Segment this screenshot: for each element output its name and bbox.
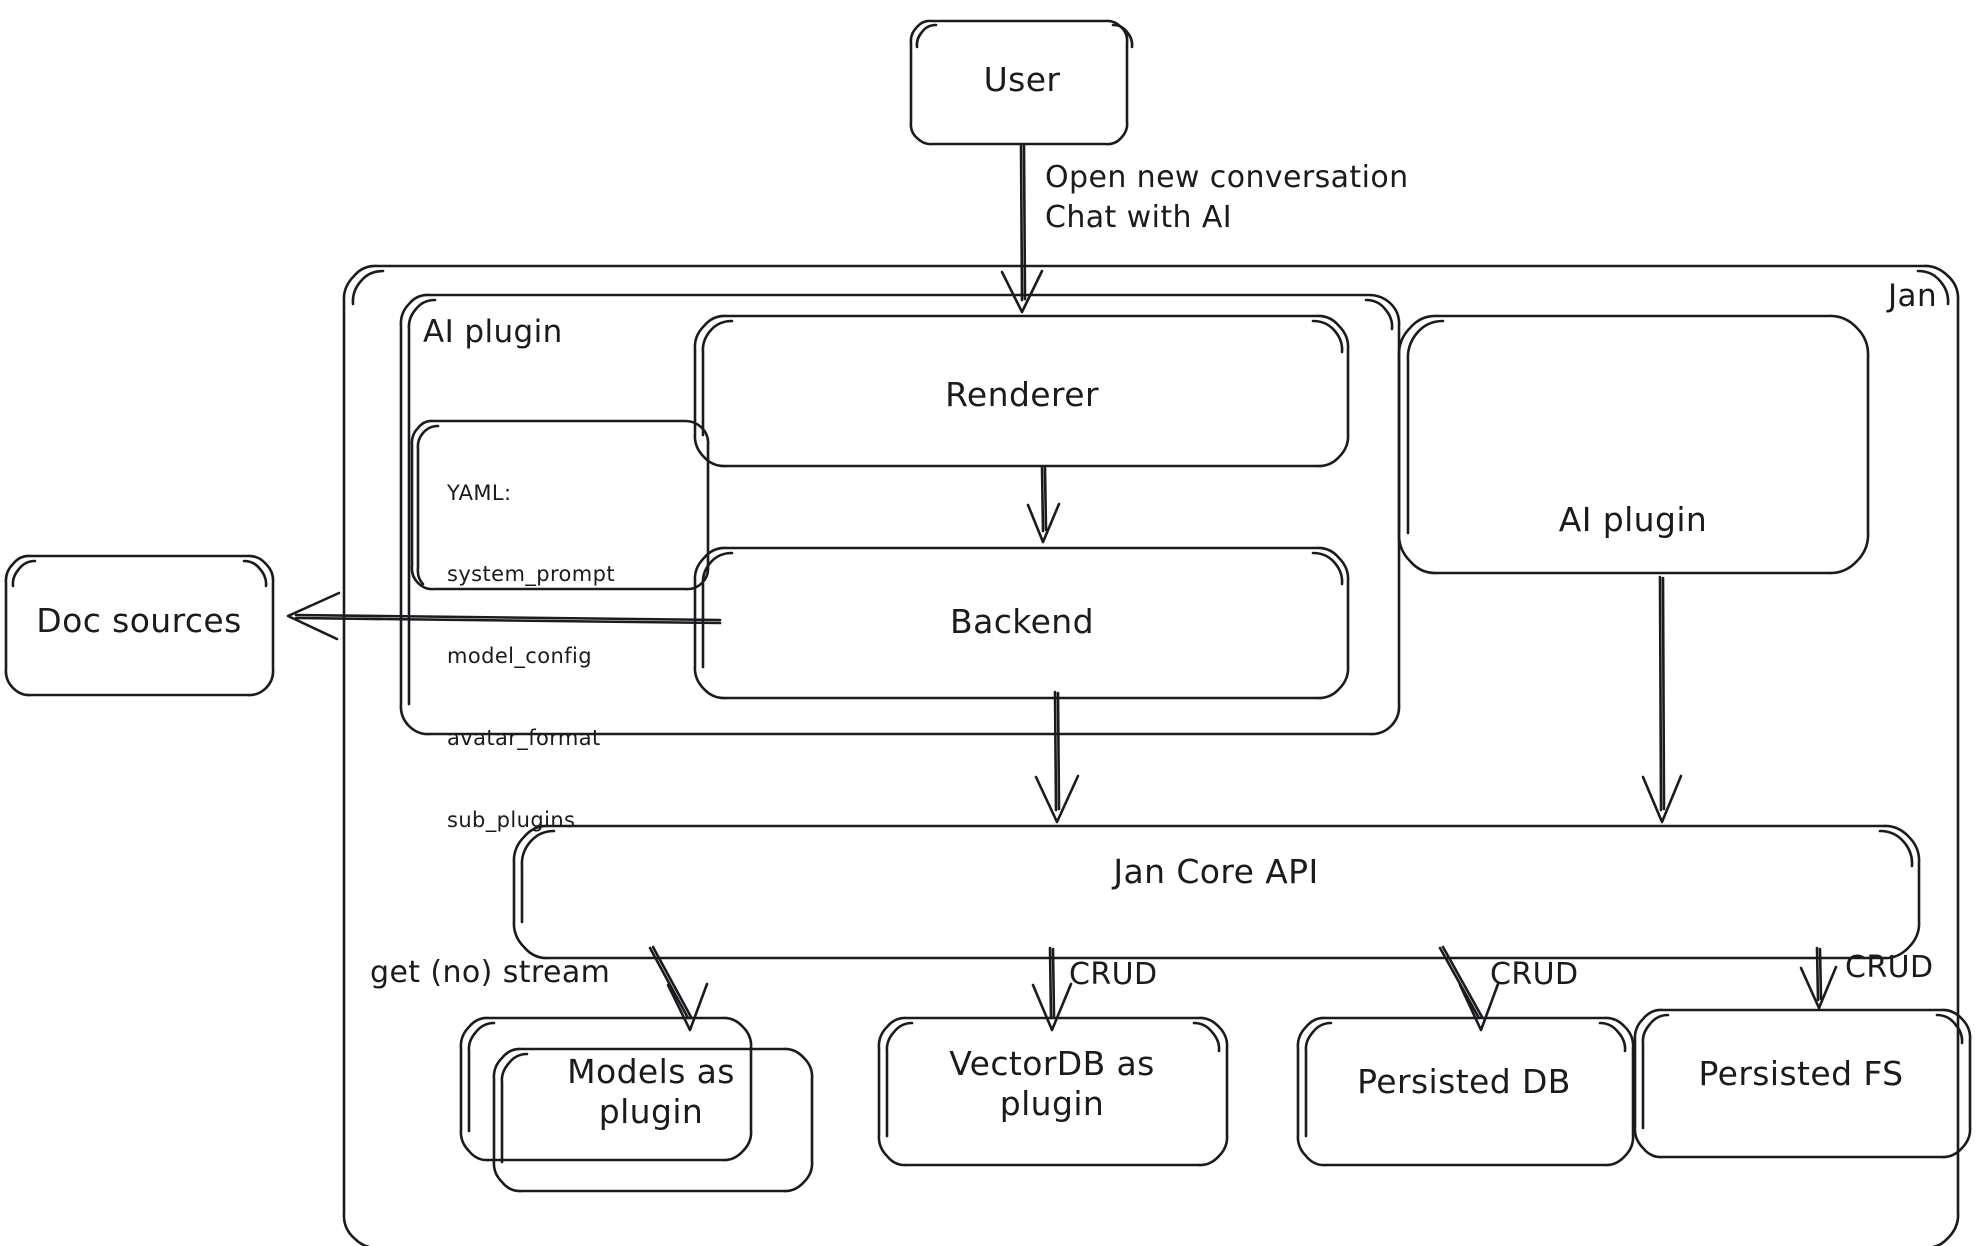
renderer-box-outline	[693, 314, 1350, 468]
jan-group-label: Jan	[1888, 278, 1937, 314]
vectordb-as-plugin-line2: plugin	[999, 1084, 1105, 1123]
arrow-backend-to-doc-sources	[286, 591, 722, 641]
persisted-db-box-outline	[1296, 1016, 1635, 1167]
yaml-card-text: YAML: system_prompt model_config avatar_…	[447, 425, 615, 889]
doc-sources-box-outline	[4, 554, 275, 697]
arrow-core-to-vectordb	[1031, 946, 1073, 1032]
edge-label-core-to-vectordb: CRUD	[1069, 957, 1158, 992]
arrow-renderer-to-backend	[1026, 465, 1061, 544]
yaml-card-outline	[410, 419, 710, 591]
models-as-plugin-line1: Models as	[567, 1051, 735, 1091]
ai-plugin-group-label: AI plugin	[423, 314, 563, 350]
arrow-user-to-renderer	[1000, 143, 1044, 314]
yaml-heading: YAML:	[447, 480, 512, 505]
ai-plugin-group-outline	[399, 293, 1401, 736]
jan-core-api-box-outline	[512, 824, 1921, 960]
persisted-db-node-label: Persisted DB	[1357, 1061, 1571, 1101]
arrow-core-to-persisted-fs	[1799, 946, 1838, 1010]
edge-label-user-to-renderer-line1: Open new conversation	[1045, 160, 1409, 195]
ai-plugin-right-node-label: AI plugin	[1558, 499, 1708, 539]
yaml-key-sub-plugins: sub_plugins	[447, 808, 576, 833]
ai-plugin-right-box-outline	[1397, 314, 1870, 575]
edge-label-core-to-models: get (no) stream	[370, 955, 611, 990]
arrow-ai-plugin-to-core	[1641, 575, 1683, 824]
models-as-plugin-front-card-outline	[492, 1047, 814, 1193]
arrow-backend-to-core	[1034, 690, 1080, 824]
models-as-plugin-line2: plugin	[598, 1092, 704, 1131]
vectordb-as-plugin-line1: VectorDB as	[949, 1043, 1155, 1083]
yaml-key-model-config: model_config	[447, 644, 592, 669]
arrow-core-to-persisted-db	[1438, 945, 1500, 1032]
renderer-node-label: Renderer	[945, 374, 1099, 414]
doc-sources-node-label: Doc sources	[36, 600, 242, 640]
yaml-key-avatar-format: avatar_format	[447, 726, 601, 751]
backend-node-label: Backend	[950, 601, 1094, 641]
edge-label-core-to-persisted-fs: CRUD	[1845, 950, 1934, 985]
jan-core-api-node-label: Jan Core API	[1113, 851, 1319, 891]
yaml-key-system-prompt: system_prompt	[447, 562, 615, 587]
user-box-outline	[909, 19, 1134, 146]
user-node-label: User	[983, 59, 1061, 99]
edge-label-user-to-renderer-line2: Chat with AI	[1045, 199, 1232, 235]
arrow-core-to-models	[648, 945, 709, 1032]
backend-box-outline	[693, 546, 1350, 700]
persisted-fs-box-outline	[1633, 1008, 1972, 1159]
edge-label-core-to-persisted-db: CRUD	[1490, 957, 1579, 992]
vectordb-as-plugin-box-outline	[877, 1016, 1229, 1167]
jan-container-outline	[342, 264, 1960, 1246]
models-as-plugin-back-card-outline	[459, 1016, 753, 1162]
persisted-fs-node-label: Persisted FS	[1698, 1053, 1904, 1093]
